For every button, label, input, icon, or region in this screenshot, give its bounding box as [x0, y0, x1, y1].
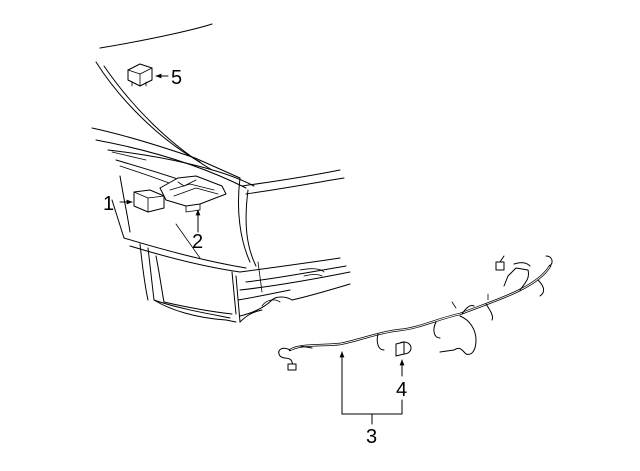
callout-1: 1: [103, 193, 114, 215]
callout-2: 2: [192, 231, 203, 253]
sensor-part-4: [395, 341, 412, 357]
relay-part-5: [127, 63, 153, 87]
callout-3: 3: [366, 426, 377, 448]
callout-leaders: [119, 73, 405, 425]
module-part-2: [159, 175, 227, 213]
module-part-1: [133, 189, 165, 213]
wiring-harness-part-3: [278, 255, 553, 371]
callout-5: 5: [171, 67, 182, 89]
vehicle-body: [91, 23, 351, 323]
callout-4: 4: [396, 379, 407, 401]
